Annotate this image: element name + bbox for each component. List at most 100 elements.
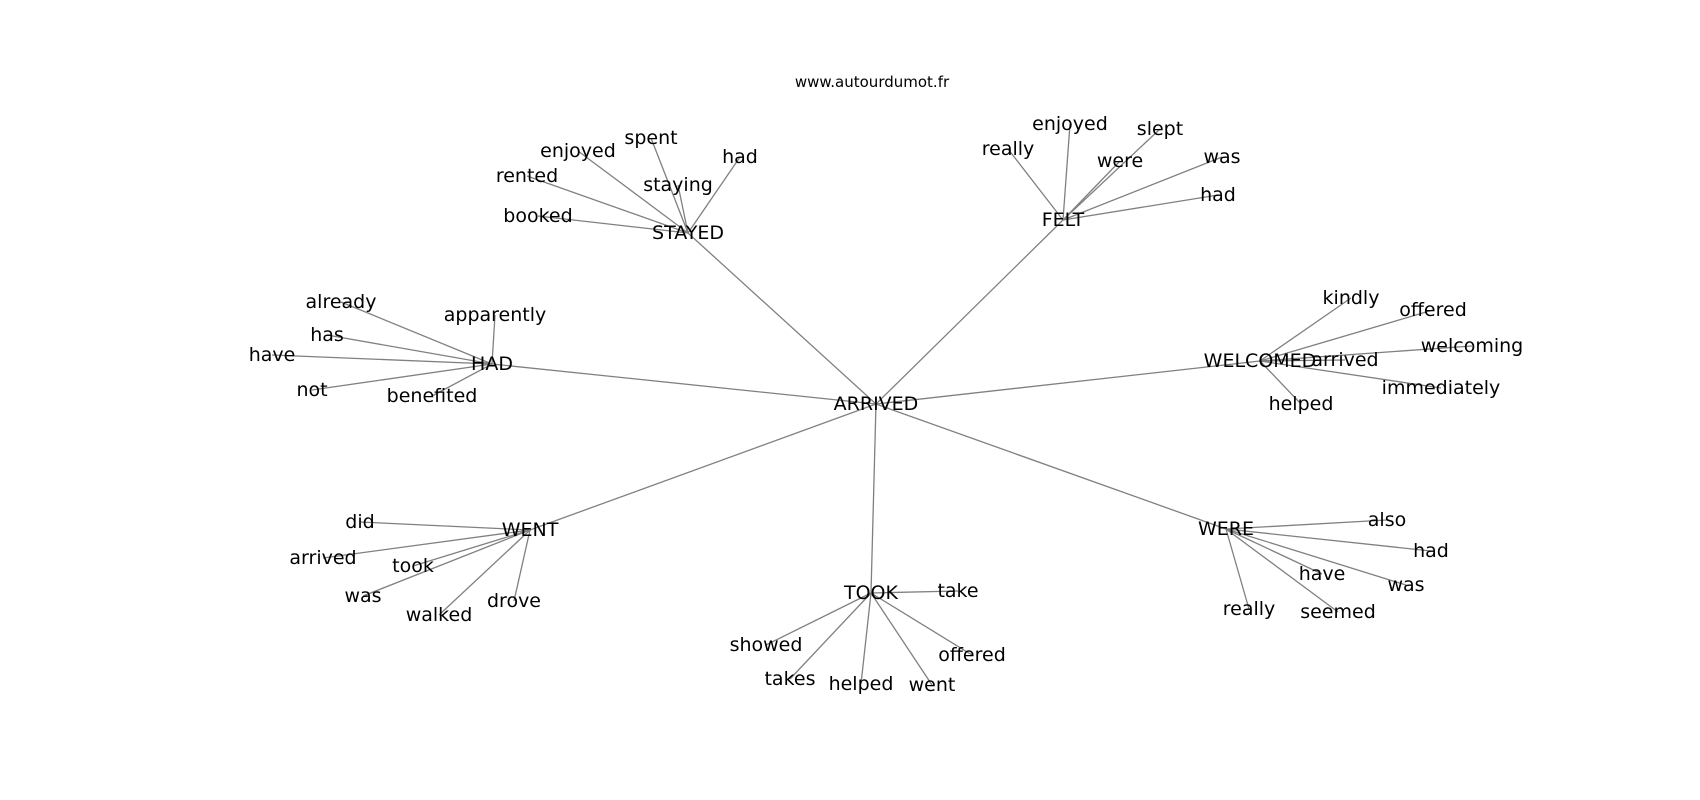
edge-went-did [359, 521, 531, 531]
edge-felt-really [1007, 148, 1064, 221]
site-label: www.autourdumot.fr [795, 73, 950, 91]
leaf-node-went-drove: drove [487, 590, 541, 612]
leaf-node-were-was: was [1387, 574, 1424, 596]
edge-welcomed-helped [1259, 360, 1302, 405]
leaf-node-had-has: has [310, 324, 344, 346]
edge-felt-had [1062, 194, 1219, 221]
edge-welcomed-offered [1259, 309, 1434, 362]
edge-stayed-had [687, 156, 741, 234]
edge-took-went [870, 592, 933, 686]
edge-felt-enjoyed [1062, 123, 1071, 221]
leaf-node-stayed-spent: spent [624, 127, 677, 149]
hub-node-welcomed: WELCOMED [1204, 350, 1317, 372]
edge-welcomed-immediately [1259, 360, 1442, 389]
edges-layer [271, 123, 1473, 686]
hub-node-went: WENT [502, 519, 559, 541]
edge-took-takes [789, 592, 872, 680]
edge-center-went [529, 403, 877, 531]
leaf-node-felt-had: had [1200, 184, 1236, 206]
leaf-node-were-also: also [1368, 509, 1406, 531]
edge-welcomed-arrived [1259, 359, 1346, 362]
edge-had-apparently [491, 314, 496, 365]
edge-had-benefited [431, 363, 493, 397]
leaf-node-stayed-enjoyed: enjoyed [540, 140, 616, 162]
edge-stayed-booked [537, 215, 689, 234]
leaf-node-took-helped: helped [829, 673, 894, 695]
edge-went-arrived [322, 529, 531, 559]
leaf-node-had-apparently: apparently [444, 304, 547, 326]
edge-took-offered [870, 592, 973, 656]
edge-went-took [412, 529, 531, 567]
leaf-node-stayed-booked: booked [503, 205, 572, 227]
leaf-node-were-really: really [1223, 598, 1276, 620]
leaf-node-had-benefited: benefited [387, 385, 478, 407]
hub-node-had: HAD [471, 353, 513, 375]
edge-were-had [1225, 528, 1432, 552]
edge-were-also [1225, 519, 1388, 530]
leaf-node-took-showed: showed [730, 634, 803, 656]
leaf-node-felt-slept: slept [1137, 118, 1183, 140]
edge-were-was [1225, 528, 1407, 586]
leaf-node-were-had: had [1413, 540, 1449, 562]
labels-layer: bookedrentedenjoyedspentstayinghadSTAYED… [249, 113, 1524, 696]
edge-went-was [362, 529, 531, 597]
center-node-arrived: ARRIVED [834, 393, 919, 415]
leaf-node-welcomed-offered: offered [1399, 299, 1467, 321]
edge-went-walked [438, 529, 531, 616]
hub-node-felt: FELT [1042, 209, 1085, 231]
leaf-node-stayed-had: had [722, 146, 758, 168]
edge-stayed-spent [650, 137, 689, 234]
edge-welcomed-welcoming [1259, 345, 1473, 362]
edge-center-were [875, 403, 1227, 530]
edge-center-took [870, 403, 877, 594]
leaf-node-welcomed-arrived: arrived [1311, 349, 1378, 371]
leaf-node-stayed-staying: staying [643, 174, 713, 196]
edge-center-had [491, 363, 877, 405]
leaf-node-felt-were: were [1097, 150, 1143, 172]
leaf-node-were-seemed: seemed [1300, 601, 1376, 623]
leaf-node-welcomed-welcoming: welcoming [1421, 335, 1523, 357]
leaf-node-welcomed-immediately: immediately [1382, 377, 1501, 399]
leaf-node-went-arrived: arrived [289, 547, 356, 569]
leaf-node-welcomed-helped: helped [1269, 393, 1334, 415]
leaf-node-stayed-rented: rented [496, 165, 558, 187]
leaf-node-went-walked: walked [406, 604, 473, 626]
edge-felt-was [1062, 156, 1223, 221]
edge-center-stayed [687, 232, 877, 405]
hub-node-were: WERE [1198, 518, 1254, 540]
edge-took-helped [860, 592, 872, 685]
edge-welcomed-kindly [1259, 297, 1352, 362]
leaf-node-felt-enjoyed: enjoyed [1032, 113, 1108, 135]
edge-took-showed [765, 592, 872, 646]
edge-stayed-enjoyed [577, 150, 689, 234]
edge-stayed-staying [677, 184, 689, 234]
edge-center-felt [875, 219, 1064, 405]
edge-went-drove [513, 529, 531, 602]
leaf-node-felt-really: really [982, 138, 1035, 160]
leaf-node-were-have: have [1299, 563, 1346, 585]
leaf-node-went-did: did [345, 511, 374, 533]
leaf-node-took-offered: offered [938, 644, 1006, 666]
leaf-node-welcomed-kindly: kindly [1323, 287, 1380, 309]
edge-felt-slept [1062, 128, 1161, 221]
edge-had-already [340, 301, 493, 365]
leaf-node-went-took: took [392, 555, 434, 577]
leaf-node-had-not: not [296, 379, 327, 401]
leaf-node-took-take: take [937, 580, 978, 602]
edge-were-really [1225, 528, 1250, 610]
edge-had-has [326, 334, 493, 365]
edge-had-have [271, 354, 493, 365]
leaf-node-went-was: was [344, 585, 381, 607]
hub-node-took: TOOK [843, 582, 899, 604]
edge-had-not [311, 363, 493, 391]
leaf-node-took-went: went [909, 674, 956, 696]
edge-were-have [1225, 528, 1323, 575]
leaf-node-took-takes: takes [764, 668, 815, 690]
edge-stayed-rented [526, 175, 689, 234]
leaf-node-had-have: have [249, 344, 296, 366]
leaf-node-felt-was: was [1203, 146, 1240, 168]
edge-center-welcomed [875, 360, 1261, 405]
hub-node-stayed: STAYED [652, 222, 724, 244]
leaf-node-had-already: already [306, 291, 377, 313]
